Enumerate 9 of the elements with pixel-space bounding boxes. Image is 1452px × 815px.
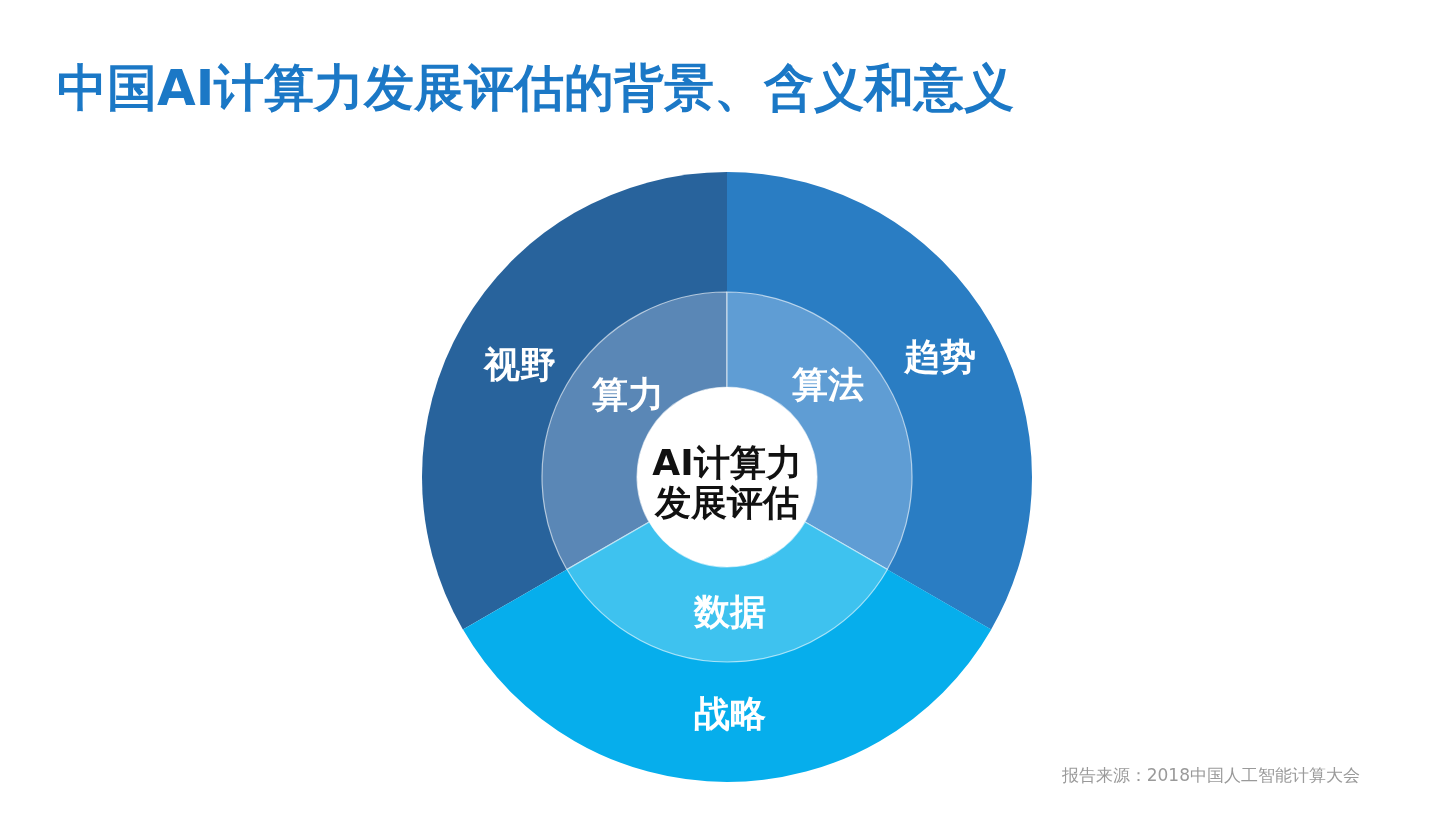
segment-label: 数据	[694, 591, 766, 633]
segment-label: 算力	[592, 374, 664, 416]
segment-label: 战略	[694, 693, 766, 735]
slide-title: 中国AI计算力发展评估的背景、含义和意义	[57, 60, 1015, 118]
source-note: 报告来源：2018中国人工智能计算大会	[1061, 764, 1360, 787]
segment-label: 算法	[792, 364, 864, 406]
segment-label: 趋势	[904, 336, 976, 378]
segment-label: 视野	[484, 344, 556, 386]
center-label: AI计算力发展评估	[651, 442, 803, 524]
